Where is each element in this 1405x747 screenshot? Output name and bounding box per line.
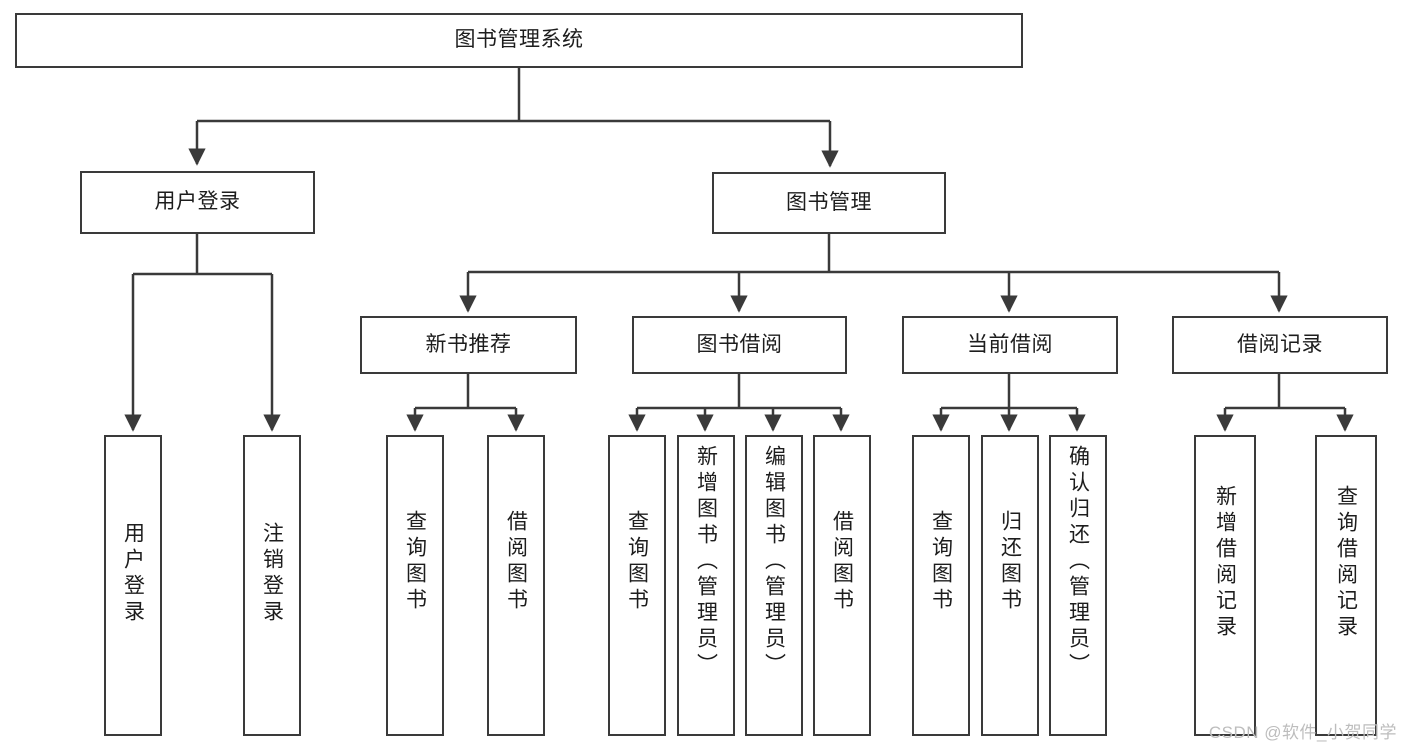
node-leaf-query-book-2-label: 查询图书 [625, 510, 649, 614]
node-leaf-edit-book-label: 编辑图书（管理员） [762, 445, 786, 679]
node-leaf-add-book-label: 新增图书（管理员） [694, 445, 718, 679]
node-leaf-logout-login[interactable]: 注销登录 [243, 435, 301, 736]
node-leaf-confirm-return-label: 确认归还（管理员） [1066, 445, 1090, 679]
node-leaf-query-book-3[interactable]: 查询图书 [912, 435, 970, 736]
node-leaf-query-book-1[interactable]: 查询图书 [386, 435, 444, 736]
node-user-login[interactable]: 用户登录 [80, 171, 315, 234]
node-leaf-query-book-3-label: 查询图书 [929, 510, 953, 614]
node-leaf-add-record-label: 新增借阅记录 [1213, 485, 1237, 641]
node-leaf-query-record[interactable]: 查询借阅记录 [1315, 435, 1377, 736]
node-book-manage-label: 图书管理 [786, 190, 872, 214]
node-leaf-return-book-label: 归还图书 [998, 510, 1022, 614]
node-new-book-recommend-label: 新书推荐 [425, 332, 512, 356]
node-leaf-edit-book[interactable]: 编辑图书（管理员） [745, 435, 803, 736]
node-borrow-record[interactable]: 借阅记录 [1172, 316, 1388, 374]
node-leaf-user-login[interactable]: 用户登录 [104, 435, 162, 736]
node-book-manage[interactable]: 图书管理 [712, 172, 946, 234]
node-current-borrow[interactable]: 当前借阅 [902, 316, 1118, 374]
node-leaf-borrow-book-1[interactable]: 借阅图书 [487, 435, 545, 736]
node-leaf-add-record[interactable]: 新增借阅记录 [1194, 435, 1256, 736]
node-leaf-add-book[interactable]: 新增图书（管理员） [677, 435, 735, 736]
node-leaf-query-book-2[interactable]: 查询图书 [608, 435, 666, 736]
node-new-book-recommend[interactable]: 新书推荐 [360, 316, 577, 374]
node-leaf-confirm-return[interactable]: 确认归还（管理员） [1049, 435, 1107, 736]
node-borrow-record-label: 借阅记录 [1237, 332, 1323, 356]
node-leaf-logout-login-label: 注销登录 [260, 522, 284, 626]
node-book-borrow[interactable]: 图书借阅 [632, 316, 847, 374]
node-root[interactable]: 图书管理系统 [15, 13, 1023, 68]
node-leaf-return-book[interactable]: 归还图书 [981, 435, 1039, 736]
node-root-label: 图书管理系统 [454, 28, 584, 52]
node-current-borrow-label: 当前借阅 [967, 332, 1053, 356]
node-leaf-user-login-label: 用户登录 [121, 522, 145, 626]
node-book-borrow-label: 图书借阅 [696, 332, 783, 356]
node-leaf-query-record-label: 查询借阅记录 [1334, 485, 1358, 641]
node-leaf-borrow-book-1-label: 借阅图书 [504, 510, 528, 614]
node-leaf-borrow-book-2[interactable]: 借阅图书 [813, 435, 871, 736]
node-user-login-label: 用户登录 [154, 190, 241, 214]
node-leaf-borrow-book-2-label: 借阅图书 [830, 510, 854, 614]
watermark: CSDN @软件_小贺同学 [1208, 723, 1397, 742]
node-leaf-query-book-1-label: 查询图书 [403, 510, 427, 614]
